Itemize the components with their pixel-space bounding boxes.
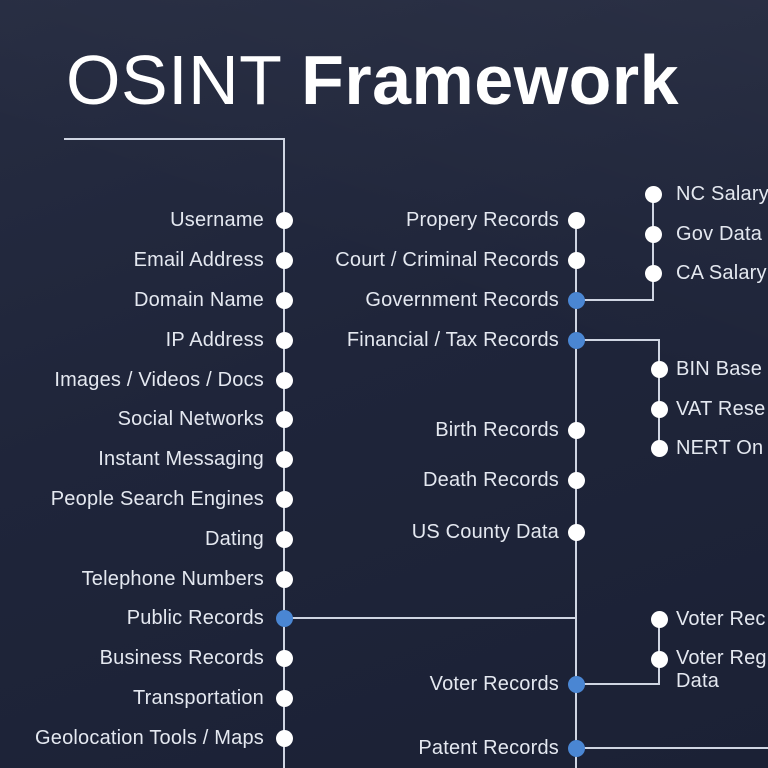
category-label-ip-address: IP Address [165,329,264,351]
financial-record-label-vat-rese: VAT Rese [676,398,766,420]
financial-record-node-bin-base[interactable] [650,360,668,378]
title-bold: Framework [301,41,680,119]
public-record-label-court-criminal-records: Court / Criminal Records [335,249,559,271]
category-node-email-address[interactable] [275,251,293,269]
public-record-label-patent-records: Patent Records [418,737,559,759]
category-label-business-records: Business Records [99,647,264,669]
voter-record-label-voter-rec: Voter Rec [676,608,766,630]
category-label-instant-messaging: Instant Messaging [98,448,264,470]
public-record-label-birth-records: Birth Records [435,419,559,441]
financial-record-node-vat-rese[interactable] [650,400,668,418]
category-node-images-videos-docs[interactable] [275,371,293,389]
category-label-email-address: Email Address [133,249,264,271]
category-node-telephone-numbers[interactable] [275,570,293,588]
public-record-node-us-county-data[interactable] [567,523,585,541]
public-record-node-financial-tax-records[interactable] [567,331,585,349]
public-record-label-death-records: Death Records [423,469,559,491]
public-record-node-death-records[interactable] [567,471,585,489]
category-node-username[interactable] [275,211,293,229]
category-label-domain-name: Domain Name [133,289,264,311]
category-node-social-networks[interactable] [275,410,293,428]
category-label-public-records: Public Records [126,607,264,629]
category-node-people-search-engines[interactable] [275,490,293,508]
category-node-domain-name[interactable] [275,291,293,309]
category-label-people-search-engines: People Search Engines [50,488,264,510]
public-record-node-government-records[interactable] [567,291,585,309]
category-label-geolocation-tools-maps: Geolocation Tools / Maps [35,727,264,749]
voter-record-node-voter-rec[interactable] [650,610,668,628]
title-light: OSINT [66,41,282,119]
public-record-label-government-records: Government Records [365,289,559,311]
public-record-node-patent-records[interactable] [567,739,585,757]
government-record-label-gov-data: Gov Data [676,223,763,245]
category-node-public-records[interactable] [275,609,293,627]
category-label-dating: Dating [204,528,264,550]
category-node-dating[interactable] [275,530,293,548]
category-label-username: Username [170,209,264,231]
financial-record-label-bin-base: BIN Base [676,358,763,380]
government-record-node-ca-salary[interactable] [644,264,662,282]
government-records-connector [576,194,654,301]
public-record-label-financial-tax-records: Financial / Tax Records [346,329,559,351]
government-record-node-gov-data[interactable] [644,225,662,243]
public-record-label-propery-records: Propery Records [405,209,559,231]
category-label-transportation: Transportation [132,687,264,709]
page-title: OSINT Framework [66,38,679,122]
government-record-label-ca-salary: CA Salary [676,262,767,284]
government-record-node-nc-salary[interactable] [644,185,662,203]
public-record-node-court-criminal-records[interactable] [567,251,585,269]
public-record-node-propery-records[interactable] [567,211,585,229]
category-node-instant-messaging[interactable] [275,450,293,468]
category-node-transportation[interactable] [275,689,293,707]
financial-record-label-nert-on: NERT On [676,437,764,459]
voter-record-label-voter-reg-data: Voter Reg Data [676,647,767,692]
category-label-social-networks: Social Networks [117,408,264,430]
public-record-label-voter-records: Voter Records [429,673,559,695]
category-label-telephone-numbers: Telephone Numbers [81,568,264,590]
financial-records-connector [576,339,660,448]
public-record-node-voter-records[interactable] [567,675,585,693]
voter-record-node-voter-reg-data[interactable] [650,650,668,668]
financial-record-node-nert-on[interactable] [650,439,668,457]
voter-records-connector [576,619,660,685]
root-connector [64,138,285,768]
category-node-business-records[interactable] [275,649,293,667]
category-node-ip-address[interactable] [275,331,293,349]
public-record-label-us-county-data: US County Data [411,521,559,543]
category-label-images-videos-docs: Images / Videos / Docs [54,369,264,391]
government-record-label-nc-salary: NC Salary [676,183,768,205]
public-record-node-birth-records[interactable] [567,421,585,439]
category-node-geolocation-tools-maps[interactable] [275,729,293,747]
